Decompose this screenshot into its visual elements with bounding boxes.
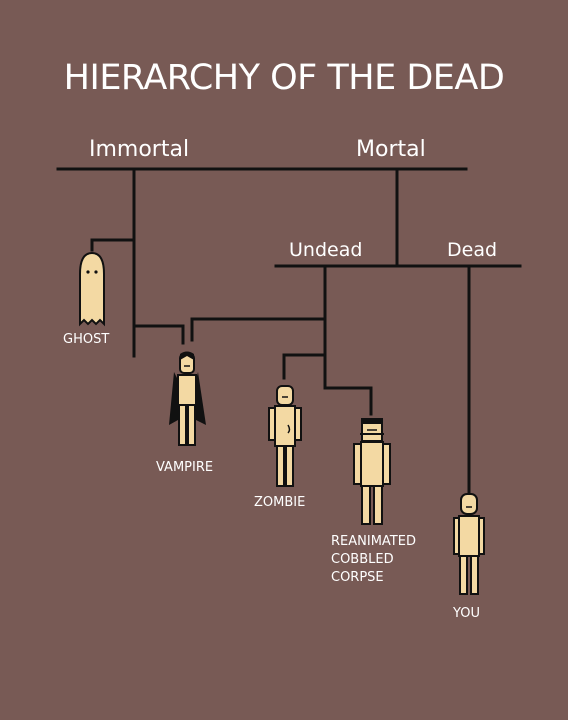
- label-undead: Undead: [289, 239, 363, 261]
- label-zombie: ZOMBIE: [254, 495, 306, 510]
- vampire-figure: [169, 351, 206, 446]
- diagram-title: HIERARCHY OF THE DEAD: [63, 58, 505, 98]
- vampire-branch-undead: [190, 317, 327, 342]
- label-reanimated-line2: COBBLED: [331, 552, 394, 567]
- reanimated-branch: [323, 386, 373, 416]
- label-vampire: VAMPIRE: [156, 460, 214, 475]
- reanimated-corpse-figure: [353, 418, 391, 525]
- label-ghost: GHOST: [63, 332, 110, 347]
- label-mortal: Mortal: [356, 137, 426, 162]
- you-figure: [453, 493, 485, 595]
- ghost-figure: [79, 251, 105, 327]
- zombie-figure: [268, 385, 302, 487]
- label-immortal: Immortal: [89, 137, 190, 162]
- label-dead: Dead: [447, 239, 498, 261]
- zombie-branch: [282, 353, 327, 380]
- ghost-branch: [90, 238, 136, 252]
- label-reanimated-line1: REANIMATED: [331, 534, 416, 549]
- label-reanimated-line3: CORPSE: [331, 570, 384, 585]
- label-you: YOU: [453, 606, 480, 621]
- vampire-branch-immortal: [132, 324, 185, 345]
